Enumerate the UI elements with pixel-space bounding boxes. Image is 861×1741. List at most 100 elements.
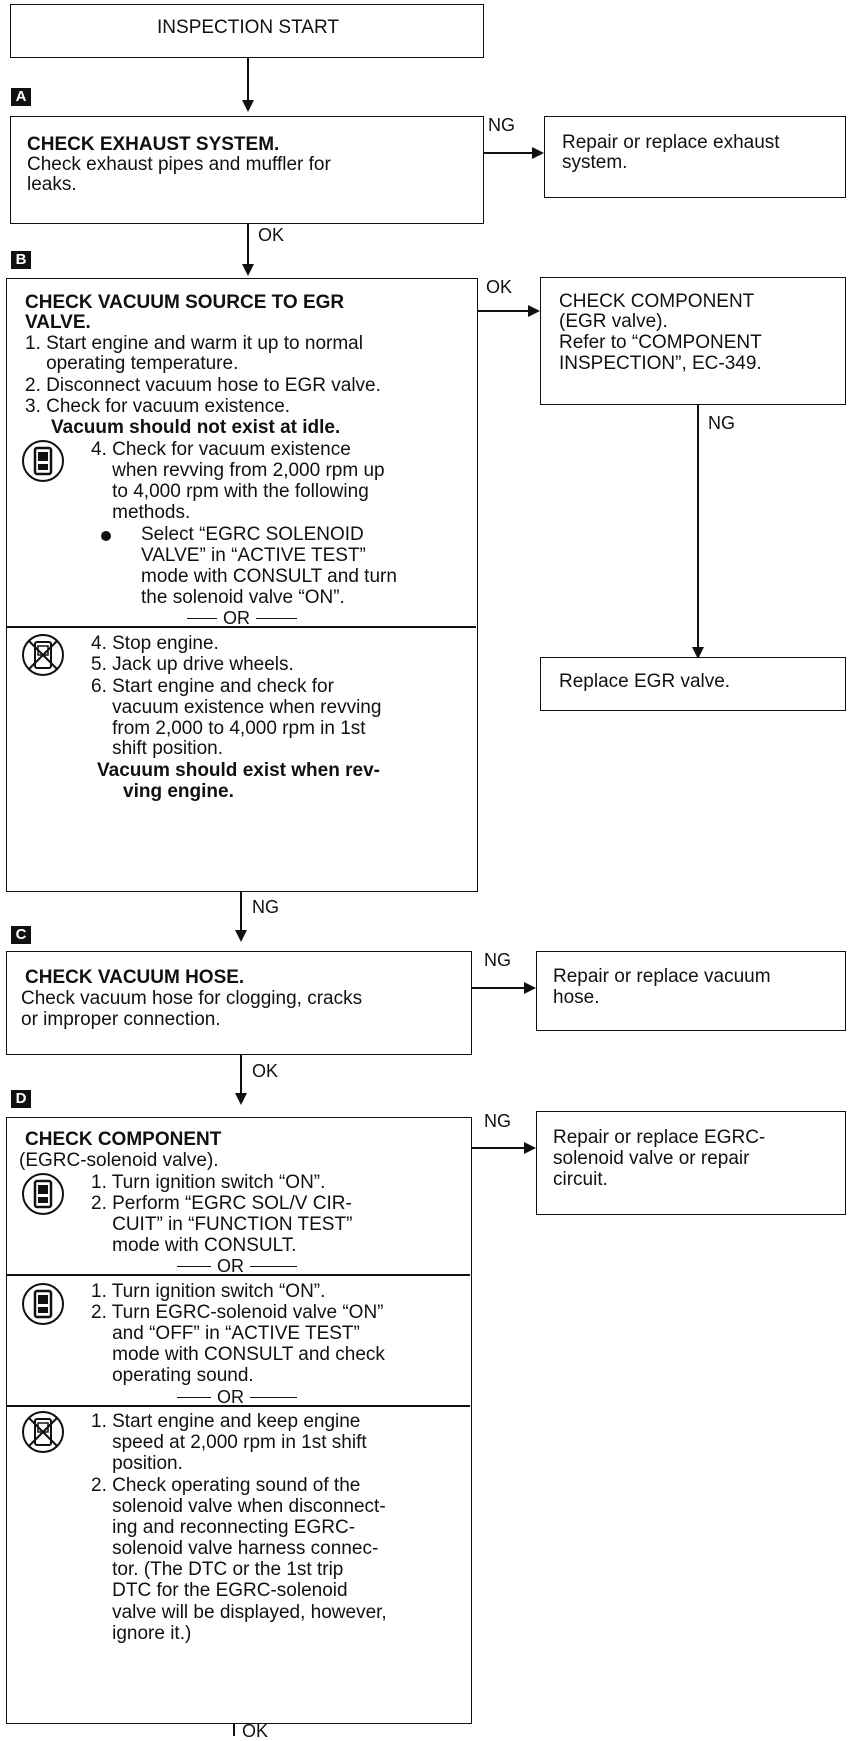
inspection-start-label: INSPECTION START xyxy=(157,17,339,38)
step-b-note: Vacuum should exist when rev- xyxy=(97,760,380,781)
step-d-method2-line: operating sound. xyxy=(91,1365,254,1386)
step-d-ng-text: solenoid valve or repair xyxy=(553,1148,750,1169)
step-a-ok-label: OK xyxy=(258,225,285,245)
arrow-down xyxy=(242,100,254,112)
step-d-method2-line: 2. Turn EGRC-solenoid valve “ON” xyxy=(91,1302,384,1323)
section-divider xyxy=(7,626,476,628)
step-a-line: leaks. xyxy=(27,174,77,195)
step-b-consult-line: when revving from 2,000 rpm up xyxy=(91,460,385,481)
step-b-noconsult-line: 5. Jack up drive wheels. xyxy=(91,654,294,675)
no-consult-tester-icon xyxy=(22,1411,64,1453)
step-d-title: CHECK COMPONENT xyxy=(25,1129,222,1150)
step-a-ng-text: system. xyxy=(562,152,628,173)
or-label: OR xyxy=(217,609,256,627)
inspection-start-box: INSPECTION START xyxy=(10,4,484,58)
component-ng-label: NG xyxy=(708,413,735,433)
step-tag-d: D xyxy=(11,1090,31,1108)
step-d-method2-line: mode with CONSULT and check xyxy=(91,1344,385,1365)
step-b-consult-line: 4. Check for vacuum existence xyxy=(91,439,351,460)
section-divider xyxy=(7,1274,470,1276)
step-c-ng-text: Repair or replace vacuum xyxy=(553,966,771,987)
consult-tester-icon xyxy=(22,1173,64,1215)
step-a-ng-box: Repair or replace exhaust system. xyxy=(544,116,846,198)
step-b-bullet-line: mode with CONSULT and turn xyxy=(141,566,397,587)
replace-egr-box: Replace EGR valve. xyxy=(540,657,846,711)
step-b-bullet-line: VALVE” in “ACTIVE TEST” xyxy=(141,545,366,566)
connector xyxy=(233,1724,235,1736)
connector xyxy=(697,405,699,649)
arrow-down xyxy=(692,647,704,659)
connector xyxy=(247,58,249,102)
step-d-method3-line: position. xyxy=(91,1453,183,1474)
step-c-ng-text: hose. xyxy=(553,987,600,1008)
step-d-method1-line: 1. Turn ignition switch “ON”. xyxy=(91,1172,326,1193)
connector xyxy=(240,892,242,932)
step-d-method3-line: solenoid valve when disconnect- xyxy=(91,1496,386,1517)
step-c-ng-label: NG xyxy=(484,950,511,970)
step-d-method1-line: CUIT” in “FUNCTION TEST” xyxy=(91,1214,353,1235)
step-d-method1-line: mode with CONSULT. xyxy=(91,1235,297,1256)
arrow-down xyxy=(235,1093,247,1105)
step-d-method3-line: 2. Check operating sound of the xyxy=(91,1475,361,1496)
step-d-method3-line: tor. (The DTC or the 1st trip xyxy=(91,1559,344,1580)
step-b-item: 2. Disconnect vacuum hose to EGR valve. xyxy=(25,375,381,396)
connector xyxy=(247,224,249,266)
step-d-method2-line: and “OFF” in “ACTIVE TEST” xyxy=(91,1323,360,1344)
no-consult-tester-icon xyxy=(22,634,64,676)
step-b-bullet-line: the solenoid valve “ON”. xyxy=(141,587,345,608)
connector xyxy=(472,1147,526,1149)
step-a-ng-text: Repair or replace exhaust xyxy=(562,132,780,153)
step-b-item: operating temperature. xyxy=(25,353,239,374)
step-d-ng-label: NG xyxy=(484,1111,511,1131)
bullet-icon xyxy=(101,531,111,541)
step-tag-c: C xyxy=(11,926,31,944)
step-d-method3-line: solenoid valve harness connec- xyxy=(91,1538,379,1559)
step-d-box: CHECK COMPONENT (EGRC-solenoid valve). 1… xyxy=(6,1117,472,1724)
step-b-consult-line: methods. xyxy=(91,502,191,523)
section-divider xyxy=(7,1405,470,1407)
step-d-method3-line: 1. Start engine and keep engine xyxy=(91,1411,361,1432)
step-c-box: CHECK VACUUM HOSE. Check vacuum hose for… xyxy=(6,951,472,1055)
step-b-noconsult-line: 6. Start engine and check for xyxy=(91,676,334,697)
step-b-consult-line: to 4,000 rpm with the following xyxy=(91,481,369,502)
step-d-ng-box: Repair or replace EGRC- solenoid valve o… xyxy=(536,1111,846,1215)
step-c-ok-label: OK xyxy=(252,1061,279,1081)
step-d-method1-line: 2. Perform “EGRC SOL/V CIR- xyxy=(91,1193,352,1214)
step-d-method3-line: ignore it.) xyxy=(91,1623,192,1644)
step-b-ok-text: INSPECTION”, EC-349. xyxy=(559,353,762,374)
step-b-noconsult-line: vacuum existence when revving xyxy=(91,697,382,718)
arrow-right xyxy=(532,147,544,159)
step-b-noconsult-line: from 2,000 to 4,000 rpm in 1st xyxy=(91,718,366,739)
step-b-ok-label: OK xyxy=(486,277,513,297)
step-c-ng-box: Repair or replace vacuum hose. xyxy=(536,951,846,1031)
step-a-ng-label: NG xyxy=(488,115,515,135)
step-d-method3-line: ing and reconnecting EGRC- xyxy=(91,1517,356,1538)
step-c-line: or improper connection. xyxy=(21,1009,221,1030)
step-b-title: VALVE. xyxy=(25,312,91,333)
step-a-box: CHECK EXHAUST SYSTEM. Check exhaust pipe… xyxy=(10,116,484,224)
step-b-title: CHECK VACUUM SOURCE TO EGR xyxy=(25,292,345,313)
step-b-ng-label: NG xyxy=(252,897,279,917)
or-label: OR xyxy=(211,1388,250,1406)
step-d-ng-text: circuit. xyxy=(553,1169,608,1190)
step-b-ok-text: (EGR valve). xyxy=(559,311,668,332)
arrow-down xyxy=(242,264,254,276)
arrow-down xyxy=(235,930,247,942)
step-d-ok-label: OK xyxy=(242,1721,269,1741)
step-d-method3-line: speed at 2,000 rpm in 1st shift xyxy=(91,1432,367,1453)
connector xyxy=(484,152,534,154)
step-c-title: CHECK VACUUM HOSE. xyxy=(25,967,245,988)
step-b-bullet-line: Select “EGRC SOLENOID xyxy=(141,524,364,545)
or-label: OR xyxy=(211,1257,250,1275)
replace-egr-text: Replace EGR valve. xyxy=(559,671,731,692)
step-b-ok-box: CHECK COMPONENT (EGR valve). Refer to “C… xyxy=(540,277,846,405)
step-b-ok-text: CHECK COMPONENT xyxy=(559,291,755,312)
step-b-noconsult-line: 4. Stop engine. xyxy=(91,633,219,654)
arrow-right xyxy=(524,982,536,994)
step-b-item: 3. Check for vacuum existence. xyxy=(25,396,291,417)
step-c-line: Check vacuum hose for clogging, cracks xyxy=(21,988,363,1009)
step-d-method2-line: 1. Turn ignition switch “ON”. xyxy=(91,1281,326,1302)
connector xyxy=(478,310,530,312)
consult-tester-icon xyxy=(22,1283,64,1325)
step-b-box: CHECK VACUUM SOURCE TO EGR VALVE. 1. Sta… xyxy=(6,278,478,892)
